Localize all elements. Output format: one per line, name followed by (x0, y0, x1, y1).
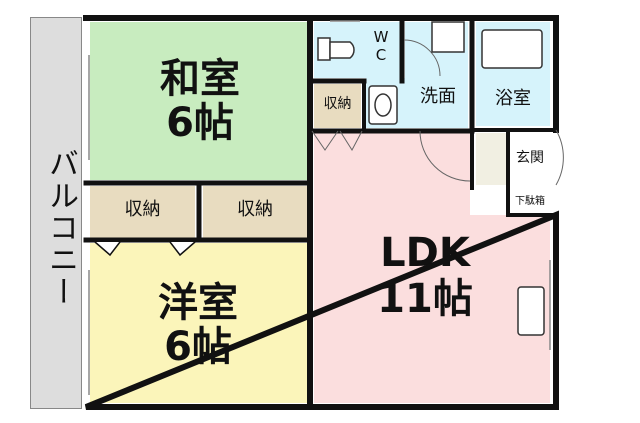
washitsu-size: 6帖 (166, 100, 234, 146)
wc-label-c: C (375, 46, 387, 64)
washitsu-name: 和室 (160, 56, 240, 102)
door-arc-entry (555, 129, 564, 186)
yokushitsu-label: 浴室 (495, 88, 531, 109)
toilet-tank (317, 37, 331, 61)
wc-label: W C (366, 28, 396, 64)
ldk-size: 11帖 (377, 276, 473, 322)
door-lines (311, 130, 363, 151)
yoshitsu-name: 洋室 (158, 280, 238, 326)
balcony (30, 17, 82, 409)
bathtub (481, 29, 543, 69)
storage-label-wc: 収納 (323, 96, 352, 112)
wc-label-w: W (373, 28, 389, 46)
outer-wall (83, 15, 559, 410)
laundry-pan (431, 21, 465, 53)
room-washitsu (90, 22, 307, 180)
wall-genkan (470, 128, 558, 217)
door-arc-senmen (419, 130, 471, 182)
closet-door-right (169, 241, 196, 257)
storage-label-left: 収納 (124, 199, 161, 220)
washbasin-bowl (374, 93, 392, 117)
toilet-bowl (329, 41, 355, 59)
storage-closet-left (90, 186, 195, 238)
storage-label-right: 収納 (237, 199, 273, 220)
balcony-label: バルコニー (43, 148, 78, 308)
storage-closet-right (203, 186, 307, 238)
kitchen-sink (517, 286, 545, 336)
room-genkan-right (510, 133, 550, 185)
room-genkan (476, 133, 506, 185)
closet-door-left (94, 241, 121, 257)
room-yoshitsu (90, 243, 307, 403)
senmen-label: 洗面 (420, 86, 456, 107)
door-arc-wc (403, 39, 441, 77)
storage-closet-wc (314, 84, 361, 128)
genkan-label: 玄関 (516, 150, 544, 166)
getabako-label: 下駄箱 (515, 196, 545, 207)
